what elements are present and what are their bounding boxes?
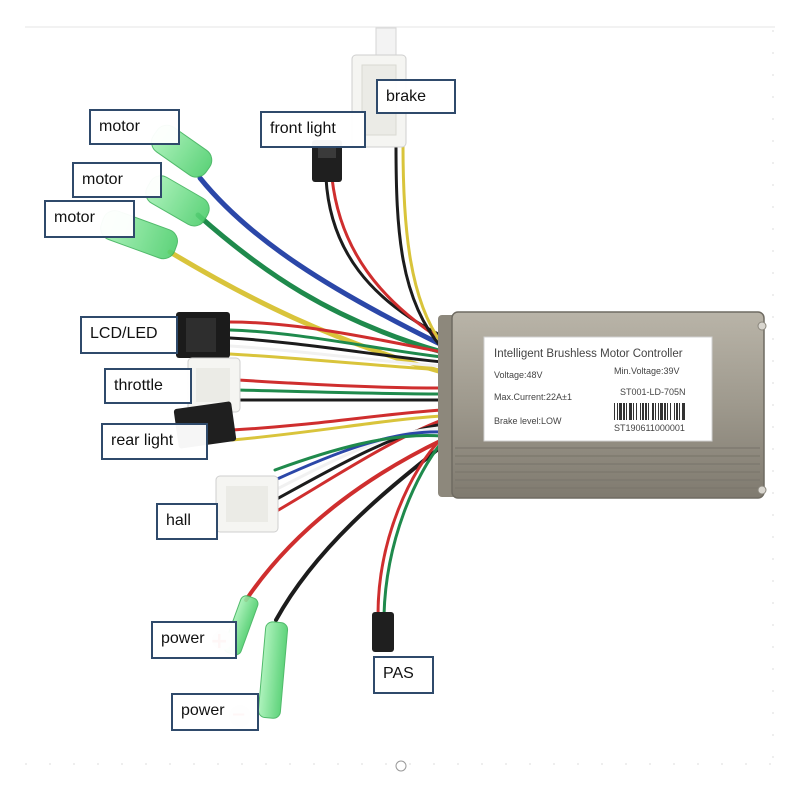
throttle-connector [187,357,241,413]
barcode-bar [642,403,644,420]
barcode [614,403,685,420]
rear-light-wire-yellow [230,414,444,442]
callout-lcd-led: LCD/LED [80,316,178,354]
callout-front-light: front light [260,111,366,148]
barcode-bar [655,403,656,420]
motor-wire-green [195,212,445,355]
brake-wire-black [394,143,444,350]
barcode-bar [617,403,618,420]
spec-label [483,336,713,442]
front-light-connector [312,140,342,182]
hall-wire-green [273,433,444,472]
mount-hole-top [757,321,767,331]
callout-motor-3: motor [44,200,135,238]
hall-wire-blue [273,430,444,482]
barcode-bar [658,403,659,420]
power-minus-connector [257,621,289,719]
callout-pas: PAS [373,656,434,694]
barcode-bar [676,403,678,420]
controller-fins [455,447,760,489]
callout-power-minus: power [171,693,259,731]
barcode-bar [679,403,680,420]
lcd-wire-red [228,320,444,354]
barcode-bar [623,403,625,420]
barcode-bar [614,403,615,420]
hall-wire-white [273,426,444,492]
throttle-wire-green [236,388,444,396]
motor-controller: Intelligent Brushless Motor Controller V… [438,311,767,499]
rear-light-wire-red [230,408,444,432]
barcode-bar [674,403,675,420]
barcode-bar [640,403,641,420]
spec-serial: ST190611000001 [614,423,685,433]
callout-rear-light: rear light [101,423,208,460]
barcode-bar [667,403,668,420]
callout-motor-1: motor [89,109,180,145]
callout-motor-2: motor [72,162,162,198]
lcd-wire-white [228,344,444,368]
barcode-bar [626,403,627,420]
motor-wire-yellow [167,249,445,375]
callout-hall: hall [156,503,218,540]
barcode-bar [664,403,666,420]
mount-hole-bottom [757,485,767,495]
barcode-bar [645,403,647,420]
spec-title: Intelligent Brushless Motor Controller [494,348,683,360]
front-light-wire-red [330,176,444,342]
callout-brake: brake [376,79,456,114]
pas-wire-green [382,440,444,617]
barcode-bar [633,403,634,420]
spec-max-current: Max.Current:22A±1 [494,392,572,402]
barcode-bar [660,403,663,420]
pas-wire-red [376,436,444,617]
spec-min-voltage: Min.Voltage:39V [614,366,680,376]
barcode-bar [682,403,685,420]
barcode-bar [670,403,671,420]
barcode-bar [636,403,637,420]
callout-throttle: throttle [104,368,192,404]
throttle-wire-red [236,378,444,390]
lcd-led-connector [176,312,230,358]
barcode-bar [652,403,654,420]
lcd-wire-green [228,328,444,359]
pas-connector [372,612,394,652]
bottom-marker [395,760,407,772]
barcode-bar [619,403,622,420]
motor-wire-blue [197,175,445,348]
spec-brake-level: Brake level:LOW [494,416,562,426]
brake-wire-yellow [401,143,444,346]
lcd-wire-black [228,336,444,364]
spec-voltage: Voltage:48V [494,370,543,380]
lcd-wire-yellow [228,352,444,372]
barcode-bar [648,403,649,420]
spec-model: ST001-LD-705N [620,387,686,397]
power-plus-wire-red [244,438,444,602]
barcode-bar [629,403,632,420]
hall-connector [215,475,279,533]
wires [167,143,445,622]
callout-power-plus: power [151,621,237,659]
